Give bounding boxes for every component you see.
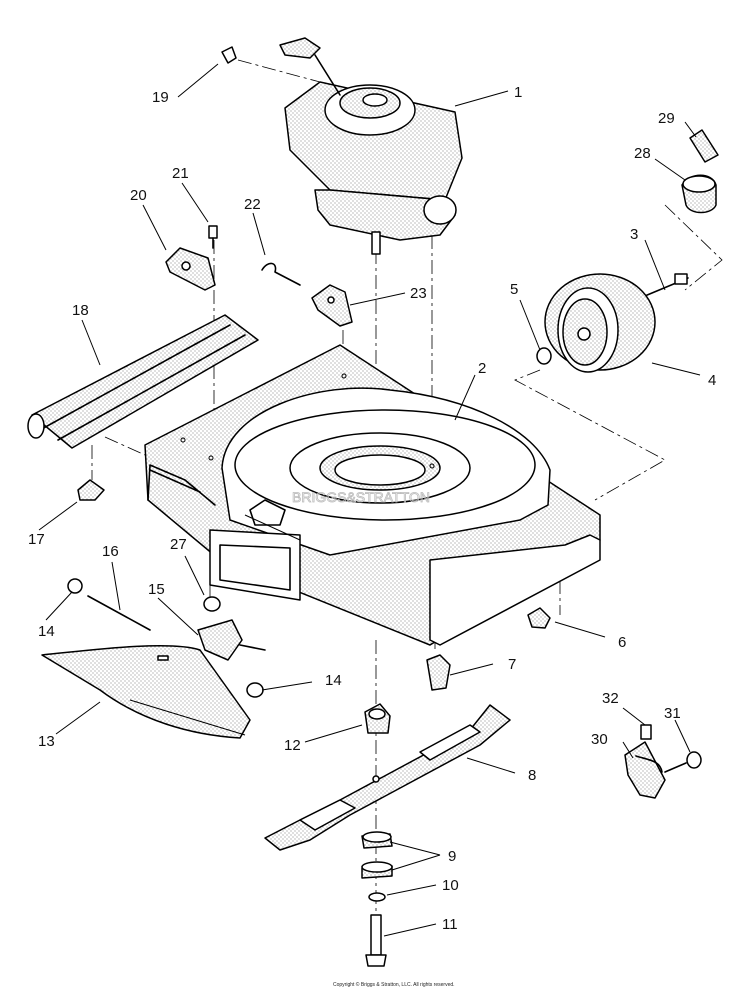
callout-17: 17 <box>28 531 45 548</box>
watermark-text: BRIGGS&STRATTON <box>292 489 430 505</box>
callout-22: 22 <box>244 196 261 213</box>
callout-4: 4 <box>708 372 716 389</box>
callout-29: 29 <box>658 110 675 127</box>
callout-13: 13 <box>38 733 55 750</box>
callout-20: 20 <box>130 187 147 204</box>
callout-28: 28 <box>634 145 651 162</box>
callout-18: 18 <box>72 302 89 319</box>
mower-deck: BRIGGS&STRATTON <box>144 344 601 646</box>
hardware-small-parts <box>77 46 353 501</box>
callout-3: 3 <box>630 226 638 243</box>
callout-16: 16 <box>102 543 119 560</box>
callout-2: 2 <box>478 360 486 377</box>
callout-9: 9 <box>448 848 456 865</box>
callout-labels: 1 2 3 4 5 6 7 8 9 10 11 12 13 14 14 15 1… <box>28 84 716 933</box>
callout-19: 19 <box>152 89 169 106</box>
rear-baffle-18 <box>27 314 259 449</box>
callout-23: 23 <box>410 285 427 302</box>
callout-10: 10 <box>442 877 459 894</box>
callout-27: 27 <box>170 536 187 553</box>
wheel-assembly <box>527 129 719 629</box>
callout-12: 12 <box>284 737 301 754</box>
callout-6: 6 <box>618 634 626 651</box>
callout-14-right: 14 <box>325 672 342 689</box>
callout-30: 30 <box>591 731 608 748</box>
callout-11: 11 <box>442 916 458 933</box>
callout-leaders <box>38 63 701 937</box>
bracket-assembly <box>624 724 702 799</box>
callout-7: 7 <box>508 656 516 673</box>
side-discharge-parts <box>41 578 266 739</box>
callout-32: 32 <box>602 690 619 707</box>
engine <box>279 37 463 255</box>
copyright-notice: Copyright © Briggs & Stratton, LLC. All … <box>333 981 455 988</box>
blade-assembly <box>264 654 511 967</box>
callout-31: 31 <box>664 705 681 722</box>
callout-1: 1 <box>514 84 522 101</box>
callout-8: 8 <box>528 767 536 784</box>
callout-15: 15 <box>148 581 165 598</box>
callout-5: 5 <box>510 281 518 298</box>
callout-21: 21 <box>172 165 189 182</box>
callout-14-left: 14 <box>38 623 55 640</box>
